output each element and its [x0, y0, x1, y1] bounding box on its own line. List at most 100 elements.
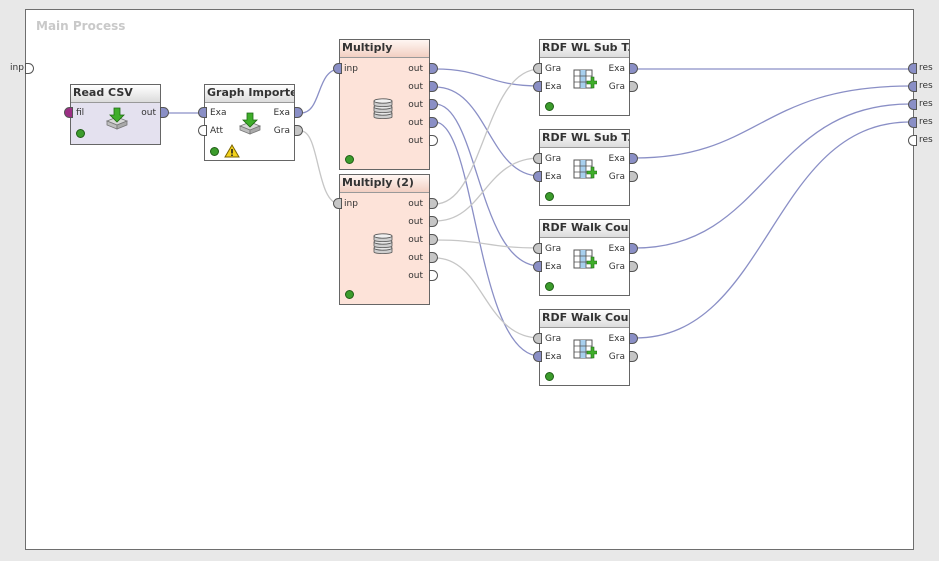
rdf-walk-count-operator-2[interactable]: RDF Walk Cou... Gra Exa Exa Gra [539, 309, 630, 386]
multiply-out-2[interactable] [429, 81, 438, 92]
rdf3-out-exa[interactable] [629, 243, 638, 254]
port-label-out-1: out [408, 64, 423, 74]
graph-importer-out-exa[interactable] [294, 107, 303, 118]
operator-title: Multiply (2) [340, 175, 429, 193]
result-port-5[interactable] [908, 135, 917, 146]
port-label-out-3: out [408, 100, 423, 110]
rdf1-in-gra[interactable] [533, 63, 542, 74]
port-label-out-3: out [408, 235, 423, 245]
rdf2-out-gra[interactable] [629, 171, 638, 182]
port-label-gra: Gra [545, 154, 562, 164]
operator-title: RDF Walk Cou... [540, 220, 629, 238]
status-indicator [210, 147, 219, 156]
result-label-4: res [919, 117, 933, 127]
rdf4-out-gra[interactable] [629, 351, 638, 362]
operator-title: Multiply [340, 40, 429, 58]
rdf1-in-exa[interactable] [533, 81, 542, 92]
multiply-out-3[interactable] [429, 99, 438, 110]
result-port-1[interactable] [908, 63, 917, 74]
result-port-2[interactable] [908, 81, 917, 92]
multiply-out-4[interactable] [429, 117, 438, 128]
port-label-out-2: out [408, 82, 423, 92]
port-label-exa-out: Exa [608, 334, 625, 344]
graph-importer-in-att[interactable] [198, 125, 207, 136]
operator-title: RDF Walk Cou... [540, 310, 629, 328]
warning-icon [224, 144, 240, 158]
port-label-inp: inp [344, 64, 358, 74]
rdf-wl-subtree-operator-2[interactable]: RDF WL Sub T... Gra Exa Exa Gra [539, 129, 630, 206]
table-add-icon [573, 69, 597, 89]
status-indicator [545, 102, 554, 111]
port-label-gra-out: Gra [608, 262, 625, 272]
process-input-port[interactable] [25, 63, 34, 74]
port-label-inp: inp [344, 199, 358, 209]
multiply-operator[interactable]: Multiply inp out out out out out [339, 39, 430, 170]
rdf4-in-exa[interactable] [533, 351, 542, 362]
status-indicator [545, 282, 554, 291]
rdf1-out-exa[interactable] [629, 63, 638, 74]
table-add-icon [573, 249, 597, 269]
rdf-walk-count-operator-1[interactable]: RDF Walk Cou... Gra Exa Exa Gra [539, 219, 630, 296]
status-indicator [545, 192, 554, 201]
port-label-exa-out: Exa [608, 244, 625, 254]
operator-title: RDF WL Sub T... [540, 40, 629, 58]
multiply2-out-5[interactable] [429, 270, 438, 281]
port-label-exa: Exa [545, 262, 562, 272]
rdf4-in-gra[interactable] [533, 333, 542, 344]
port-label-gra-out: Gra [608, 172, 625, 182]
status-indicator [345, 290, 354, 299]
rdf2-out-exa[interactable] [629, 153, 638, 164]
port-label-out-5: out [408, 271, 423, 281]
operator-title: RDF WL Sub T... [540, 130, 629, 148]
port-label-fil: fil [76, 108, 85, 118]
read-csv-out[interactable] [160, 107, 169, 118]
port-label-out-4: out [408, 118, 423, 128]
import-arrow-icon [105, 107, 129, 130]
multiply2-out-4[interactable] [429, 252, 438, 263]
port-label-exa-out: Exa [273, 108, 290, 118]
multiply-out-1[interactable] [429, 63, 438, 74]
result-label-3: res [919, 99, 933, 109]
process-input-label: inp [10, 63, 24, 73]
multiply-in-inp[interactable] [333, 63, 342, 74]
multiply2-out-2[interactable] [429, 216, 438, 227]
rdf1-out-gra[interactable] [629, 81, 638, 92]
port-label-exa: Exa [545, 352, 562, 362]
status-indicator [545, 372, 554, 381]
multiply-out-5[interactable] [429, 135, 438, 146]
result-label-2: res [919, 81, 933, 91]
graph-importer-out-gra[interactable] [294, 125, 303, 136]
status-indicator [76, 129, 85, 138]
multiply2-out-1[interactable] [429, 198, 438, 209]
multiply2-in-inp[interactable] [333, 198, 342, 209]
result-label-5: res [919, 135, 933, 145]
rdf2-in-gra[interactable] [533, 153, 542, 164]
graph-importer-operator[interactable]: Graph Importer Exa Att Exa Gra [204, 84, 295, 161]
table-add-icon [573, 339, 597, 359]
result-port-4[interactable] [908, 117, 917, 128]
port-label-out-4: out [408, 253, 423, 263]
port-label-gra-out: Gra [608, 82, 625, 92]
operator-title: Read CSV [71, 85, 160, 103]
port-label-gra-out: Gra [608, 352, 625, 362]
rdf3-in-gra[interactable] [533, 243, 542, 254]
port-label-out-5: out [408, 136, 423, 146]
read-csv-operator[interactable]: Read CSV fil out [70, 84, 161, 145]
database-stack-icon [373, 98, 393, 119]
rdf4-out-exa[interactable] [629, 333, 638, 344]
graph-importer-in-exa[interactable] [198, 107, 207, 118]
status-indicator [345, 155, 354, 164]
result-label-1: res [919, 63, 933, 73]
port-label-gra-out: Gra [273, 126, 290, 136]
result-port-3[interactable] [908, 99, 917, 110]
read-csv-in-fil[interactable] [64, 107, 73, 118]
rdf3-in-exa[interactable] [533, 261, 542, 272]
rdf3-out-gra[interactable] [629, 261, 638, 272]
rdf2-in-exa[interactable] [533, 171, 542, 182]
rdf-wl-subtree-operator-1[interactable]: RDF WL Sub T... Gra Exa Exa Gra [539, 39, 630, 116]
port-label-exa-out: Exa [608, 64, 625, 74]
multiply2-operator[interactable]: Multiply (2) inp out out out out out [339, 174, 430, 305]
port-label-exa-out: Exa [608, 154, 625, 164]
multiply2-out-3[interactable] [429, 234, 438, 245]
table-add-icon [573, 159, 597, 179]
